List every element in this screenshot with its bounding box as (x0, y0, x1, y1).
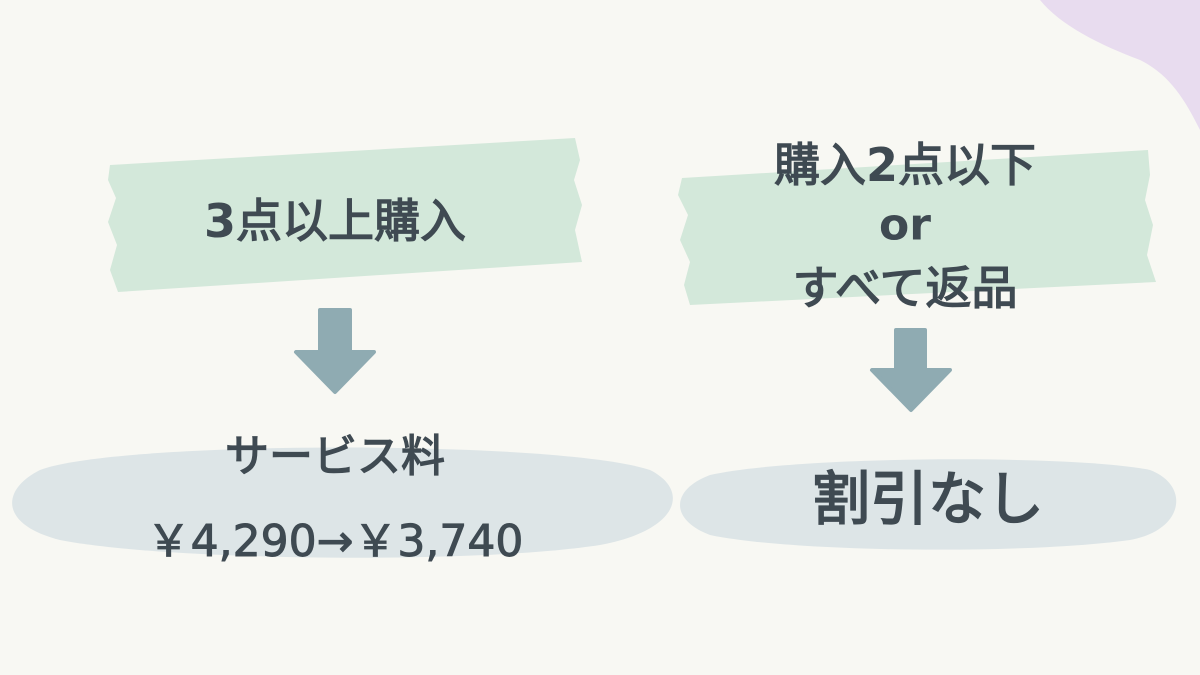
arrow-down-icon (870, 328, 952, 412)
left-condition-text: 3点以上購入 (203, 194, 467, 248)
arrow-down-icon (294, 308, 376, 394)
left-condition-tape (108, 138, 582, 292)
left-result-price: ￥4,290→￥3,740 (146, 516, 524, 568)
right-result-text: 割引なし (811, 465, 1045, 533)
right-result-ellipse (680, 459, 1177, 550)
purple-blob (1040, 0, 1200, 130)
left-result-ellipse (12, 447, 673, 558)
left-result-label: サービス料 (225, 431, 445, 482)
right-condition-line3: すべて返品 (792, 261, 1018, 315)
right-condition-line1: 購入2点以下 (773, 138, 1037, 192)
right-condition-line2: or (879, 199, 931, 251)
right-condition-tape (678, 150, 1156, 305)
